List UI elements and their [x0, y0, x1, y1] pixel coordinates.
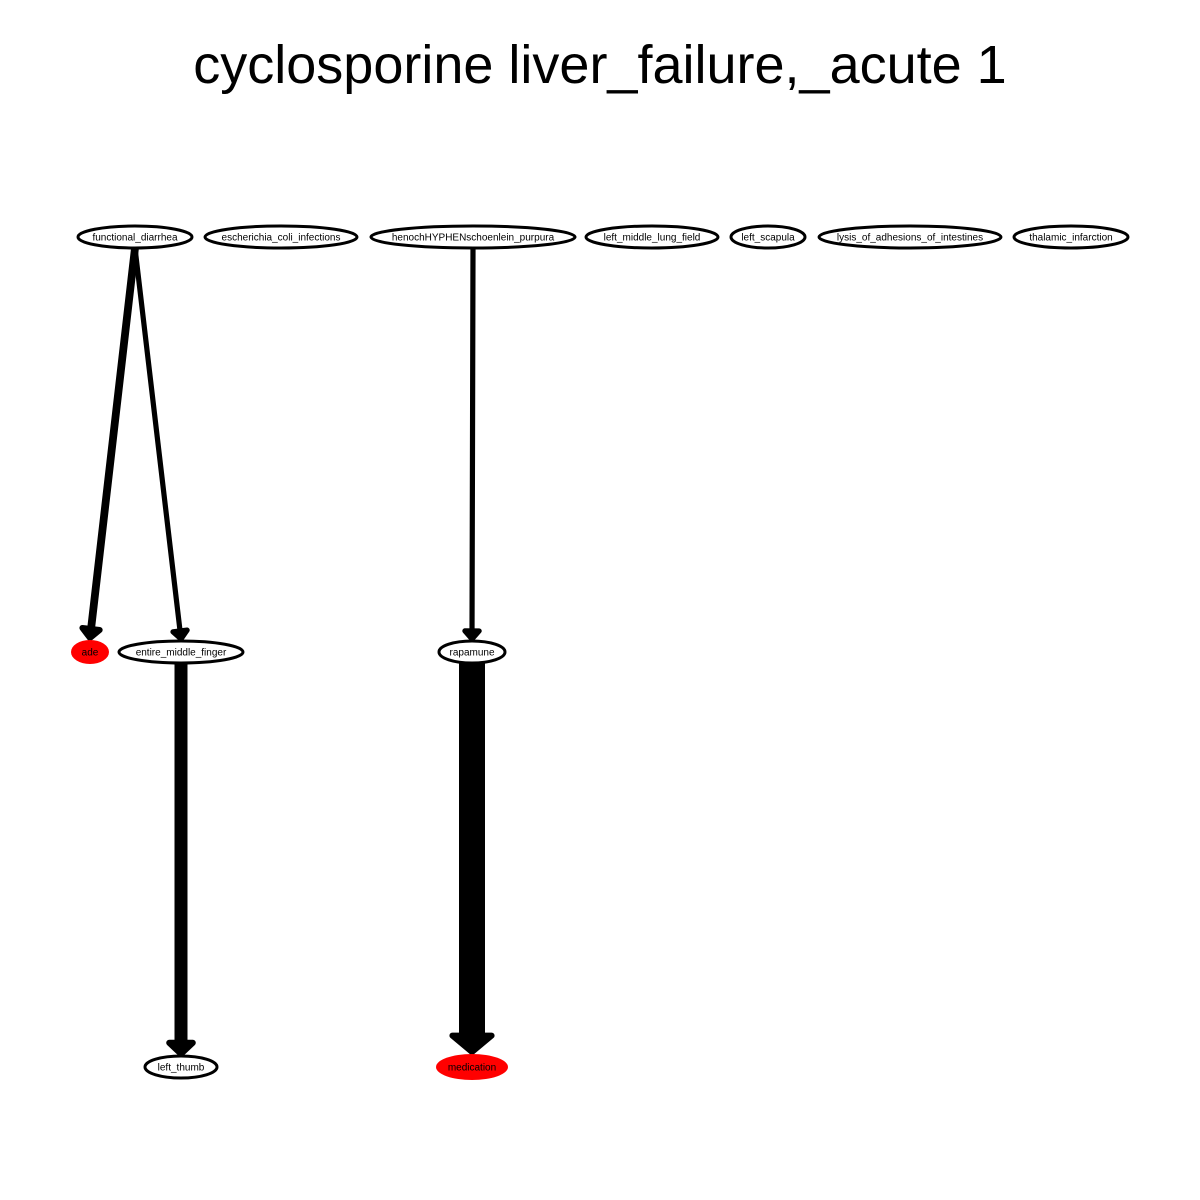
- node-left_scapula[interactable]: left_scapula: [729, 224, 807, 250]
- node-shape: [203, 224, 359, 250]
- node-shape: [584, 224, 720, 250]
- node-label: escherichia_coli_infections: [222, 233, 341, 244]
- node-shape: [71, 640, 109, 664]
- node-label: ade: [82, 648, 99, 659]
- edge-line: [469, 245, 476, 634]
- node-shape: [437, 639, 507, 665]
- node-medication[interactable]: medication: [436, 1054, 508, 1080]
- edge-entire_middle_finger-to-left_thumb: [166, 656, 196, 1057]
- node-shape: [729, 224, 807, 250]
- node-label: medication: [448, 1063, 496, 1074]
- edge-henochHYPHENschoenlein_purpura-to-rapamune: [462, 245, 482, 642]
- node-label: functional_diarrhea: [92, 233, 177, 244]
- node-rapamune[interactable]: rapamune: [437, 639, 507, 665]
- diagram-title: cyclosporine liver_failure,_acute 1: [193, 35, 1007, 95]
- edge-arrowhead: [449, 1032, 495, 1055]
- node-thalamic_infarction[interactable]: thalamic_infarction: [1012, 224, 1130, 250]
- node-shape: [817, 224, 1003, 250]
- node-shape: [76, 224, 194, 250]
- node-lysis_of_adhesions_of_intestines[interactable]: lysis_of_adhesions_of_intestines: [817, 224, 1003, 250]
- edge-rapamune-to-medication: [449, 650, 495, 1055]
- edge-arrowhead: [166, 1039, 196, 1057]
- node-henochHYPHENschoenlein_purpura[interactable]: henochHYPHENschoenlein_purpura: [369, 224, 577, 250]
- edge-arrowhead: [79, 624, 103, 641]
- edge-functional_diarrhea-to-entire_middle_finger: [132, 245, 190, 642]
- node-shape: [369, 224, 577, 250]
- node-label: rapamune: [449, 648, 494, 659]
- node-label: left_scapula: [741, 233, 795, 244]
- node-entire_middle_finger[interactable]: entire_middle_finger: [117, 639, 245, 665]
- edge-arrowhead: [170, 627, 190, 642]
- node-shape: [1012, 224, 1130, 250]
- edge-arrowhead: [462, 628, 482, 642]
- node-label: lysis_of_adhesions_of_intestines: [837, 233, 983, 244]
- node-label: henochHYPHENschoenlein_purpura: [392, 233, 555, 244]
- edge-layer: [79, 244, 495, 1057]
- node-escherichia_coli_infections[interactable]: escherichia_coli_infections: [203, 224, 359, 250]
- node-label: left_middle_lung_field: [604, 233, 701, 244]
- node-label: entire_middle_finger: [136, 648, 227, 659]
- node-layer: functional_diarrhea escherichia_coli_infe…: [71, 224, 1130, 1080]
- edge-line: [87, 244, 139, 633]
- node-left_thumb[interactable]: left_thumb: [143, 1054, 219, 1080]
- node-shape: [117, 639, 245, 665]
- node-ade[interactable]: ade: [71, 640, 109, 664]
- edge-functional_diarrhea-to-ade: [79, 244, 139, 641]
- node-left_middle_lung_field[interactable]: left_middle_lung_field: [584, 224, 720, 250]
- node-shape: [143, 1054, 219, 1080]
- node-label: thalamic_infarction: [1029, 233, 1112, 244]
- node-label: left_thumb: [158, 1063, 205, 1074]
- edge-line: [132, 245, 183, 634]
- node-shape: [436, 1054, 508, 1080]
- node-functional_diarrhea[interactable]: functional_diarrhea: [76, 224, 194, 250]
